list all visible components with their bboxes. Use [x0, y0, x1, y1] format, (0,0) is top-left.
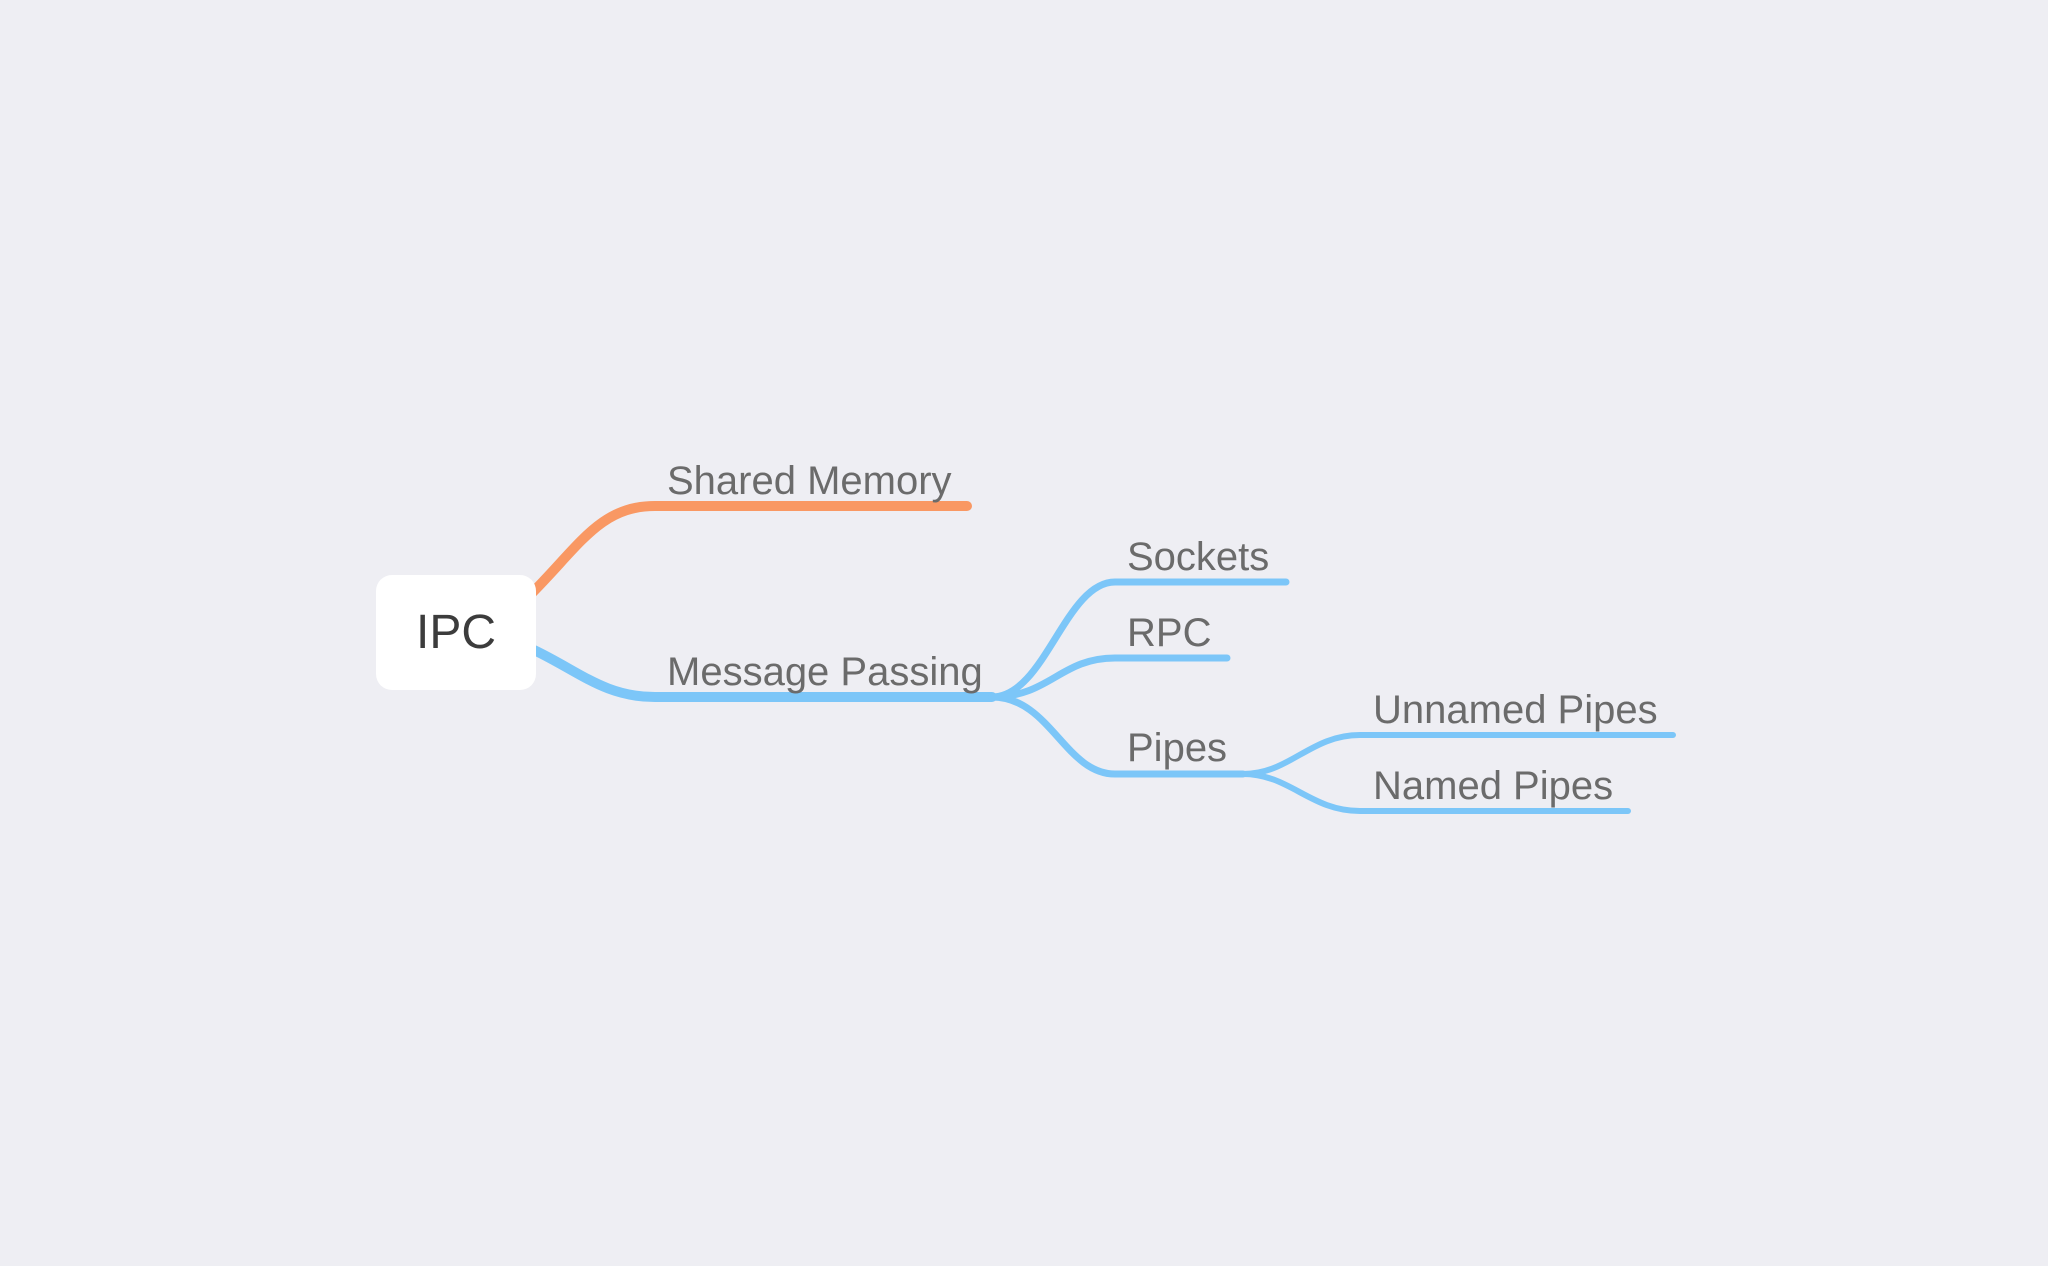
connector-sockets	[988, 578, 1290, 701]
connector-rpc	[988, 654, 1231, 701]
connector-message-passing	[529, 645, 997, 702]
subtopic-sockets[interactable]: Sockets	[1127, 535, 1270, 579]
connector-pipes	[988, 693, 1247, 778]
subtopic-rpc[interactable]: RPC	[1127, 611, 1212, 655]
connector-named-pipes	[1240, 771, 1631, 814]
subtopic-unnamed-pipes[interactable]: Unnamed Pipes	[1373, 688, 1658, 732]
connector-unnamed-pipes	[1240, 732, 1676, 777]
topic-shared-memory[interactable]: Shared Memory	[667, 459, 952, 503]
connector-shared-memory	[525, 501, 972, 600]
subtopic-named-pipes[interactable]: Named Pipes	[1373, 764, 1614, 808]
root-node[interactable]: IPC	[376, 575, 536, 690]
root-node-label: IPC	[415, 606, 496, 659]
topic-message-passing[interactable]: Message Passing	[667, 650, 983, 694]
subtopic-pipes[interactable]: Pipes	[1127, 726, 1228, 770]
